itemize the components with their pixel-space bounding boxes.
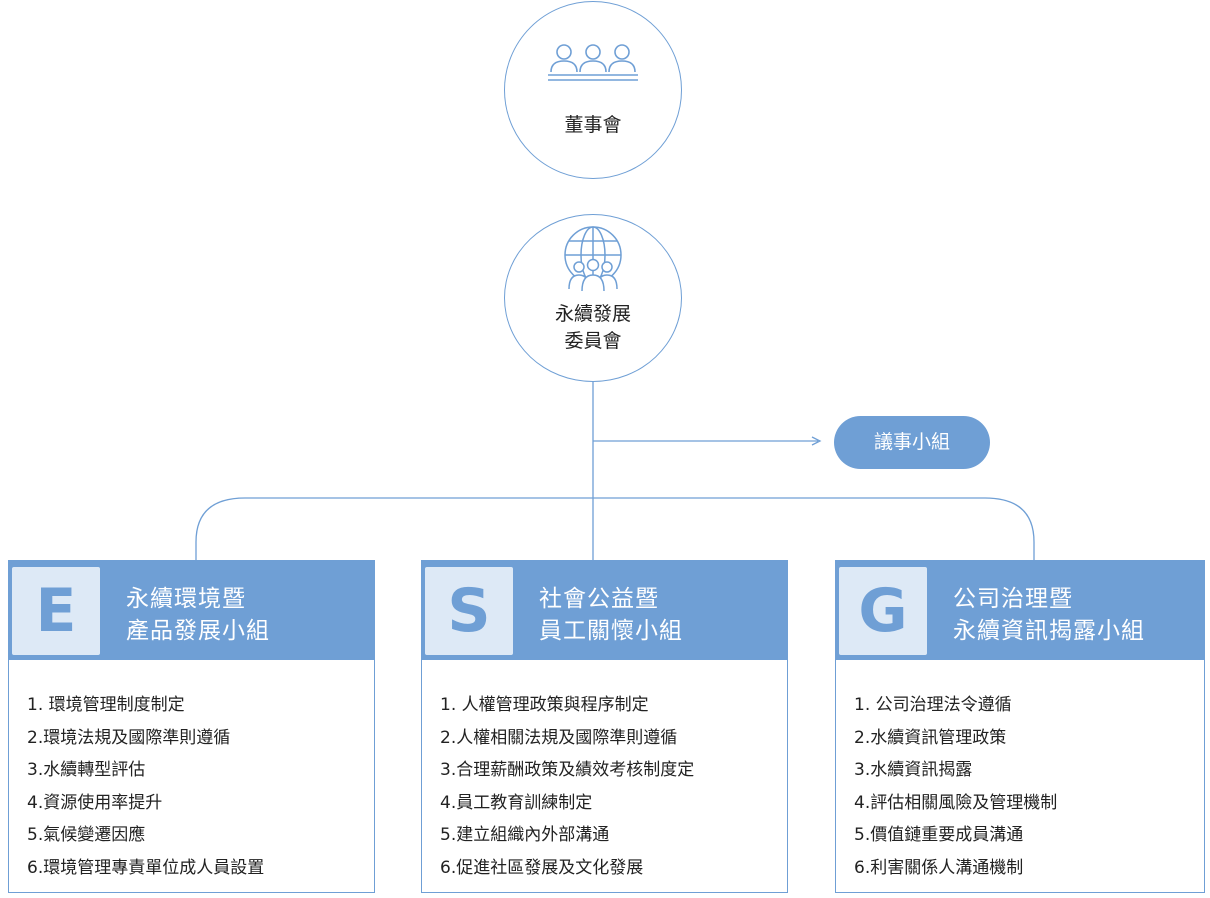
globe-people-icon bbox=[564, 226, 622, 292]
committee-label-line1: 永續發展 bbox=[554, 303, 631, 325]
people-icon bbox=[548, 44, 638, 81]
card-title: 社會公益暨 員工關懷小組 bbox=[539, 583, 683, 647]
letter-badge: E bbox=[12, 567, 100, 655]
list-item: 4.資源使用率提升 bbox=[27, 792, 163, 813]
list-item: 6.環境管理專責單位成人員設置 bbox=[27, 857, 265, 878]
card-header: E 永續環境暨 產品發展小組 bbox=[9, 561, 374, 660]
list-item: 5.氣候變遷因應 bbox=[27, 825, 146, 845]
agenda-group-pill: 議事小組 bbox=[834, 416, 990, 469]
letter-badge: S bbox=[425, 567, 513, 655]
card-title-line1: 社會公益暨 bbox=[539, 586, 659, 612]
card-title-line2: 員工關懷小組 bbox=[539, 618, 683, 644]
group-card-s: S 社會公益暨 員工關懷小組 1. 人權管理政策與程序制定 2.人權相關法規及國… bbox=[421, 560, 788, 893]
committee-node: 永續發展 委員會 bbox=[504, 214, 682, 382]
card-title-line1: 永續環境暨 bbox=[126, 586, 246, 612]
list-item: 1. 人權管理政策與程序制定 bbox=[440, 695, 649, 715]
item-list: 1. 公司治理法令遵循 2.水續資訊管理政策 3.水續資訊揭露 4.評估相關風險… bbox=[854, 689, 1057, 884]
card-header: G 公司治理暨 永續資訊揭露小組 bbox=[836, 561, 1204, 660]
group-card-g: G 公司治理暨 永續資訊揭露小組 1. 公司治理法令遵循 2.水續資訊管理政策 … bbox=[835, 560, 1205, 893]
group-card-e: E 永續環境暨 產品發展小組 1. 環境管理制度制定 2.環境法規及國際準則遵循… bbox=[8, 560, 375, 893]
list-item: 1. 環境管理制度制定 bbox=[27, 695, 185, 715]
list-item: 5.價值鏈重要成員溝通 bbox=[854, 825, 1024, 845]
letter-badge: G bbox=[839, 567, 927, 655]
card-title: 公司治理暨 永續資訊揭露小組 bbox=[953, 583, 1145, 647]
list-item: 4.評估相關風險及管理機制 bbox=[854, 792, 1058, 813]
list-item: 6.利害關係人溝通機制 bbox=[854, 857, 1024, 878]
list-item: 2.環境法規及國際準則遵循 bbox=[27, 727, 231, 748]
card-header: S 社會公益暨 員工關懷小組 bbox=[422, 561, 787, 660]
list-item: 6.促進社區發展及文化發展 bbox=[440, 857, 644, 878]
list-item: 2.人權相關法規及國際準則遵循 bbox=[440, 727, 678, 748]
list-item: 2.水續資訊管理政策 bbox=[854, 727, 1007, 748]
committee-label: 永續發展 委員會 bbox=[505, 301, 681, 355]
item-list: 1. 環境管理制度制定 2.環境法規及國際準則遵循 3.水續轉型評估 4.資源使… bbox=[27, 689, 264, 884]
card-title: 永續環境暨 產品發展小組 bbox=[126, 583, 270, 647]
committee-label-line2: 委員會 bbox=[564, 330, 622, 352]
list-item: 4.員工教育訓練制定 bbox=[440, 792, 593, 813]
item-list: 1. 人權管理政策與程序制定 2.人權相關法規及國際準則遵循 3.合理薪酬政策及… bbox=[440, 689, 694, 884]
list-item: 3.水續轉型評估 bbox=[27, 760, 146, 780]
list-item: 3.水續資訊揭露 bbox=[854, 760, 973, 780]
card-title-line2: 產品發展小組 bbox=[126, 618, 270, 644]
board-label: 董事會 bbox=[564, 114, 622, 136]
list-item: 3.合理薪酬政策及績效考核制度定 bbox=[440, 760, 695, 780]
card-title-line1: 公司治理暨 bbox=[953, 586, 1073, 612]
list-item: 1. 公司治理法令遵循 bbox=[854, 695, 1012, 715]
board-node: 董事會 bbox=[504, 1, 682, 179]
card-title-line2: 永續資訊揭露小組 bbox=[953, 618, 1145, 644]
list-item: 5.建立組織內外部溝通 bbox=[440, 825, 610, 845]
